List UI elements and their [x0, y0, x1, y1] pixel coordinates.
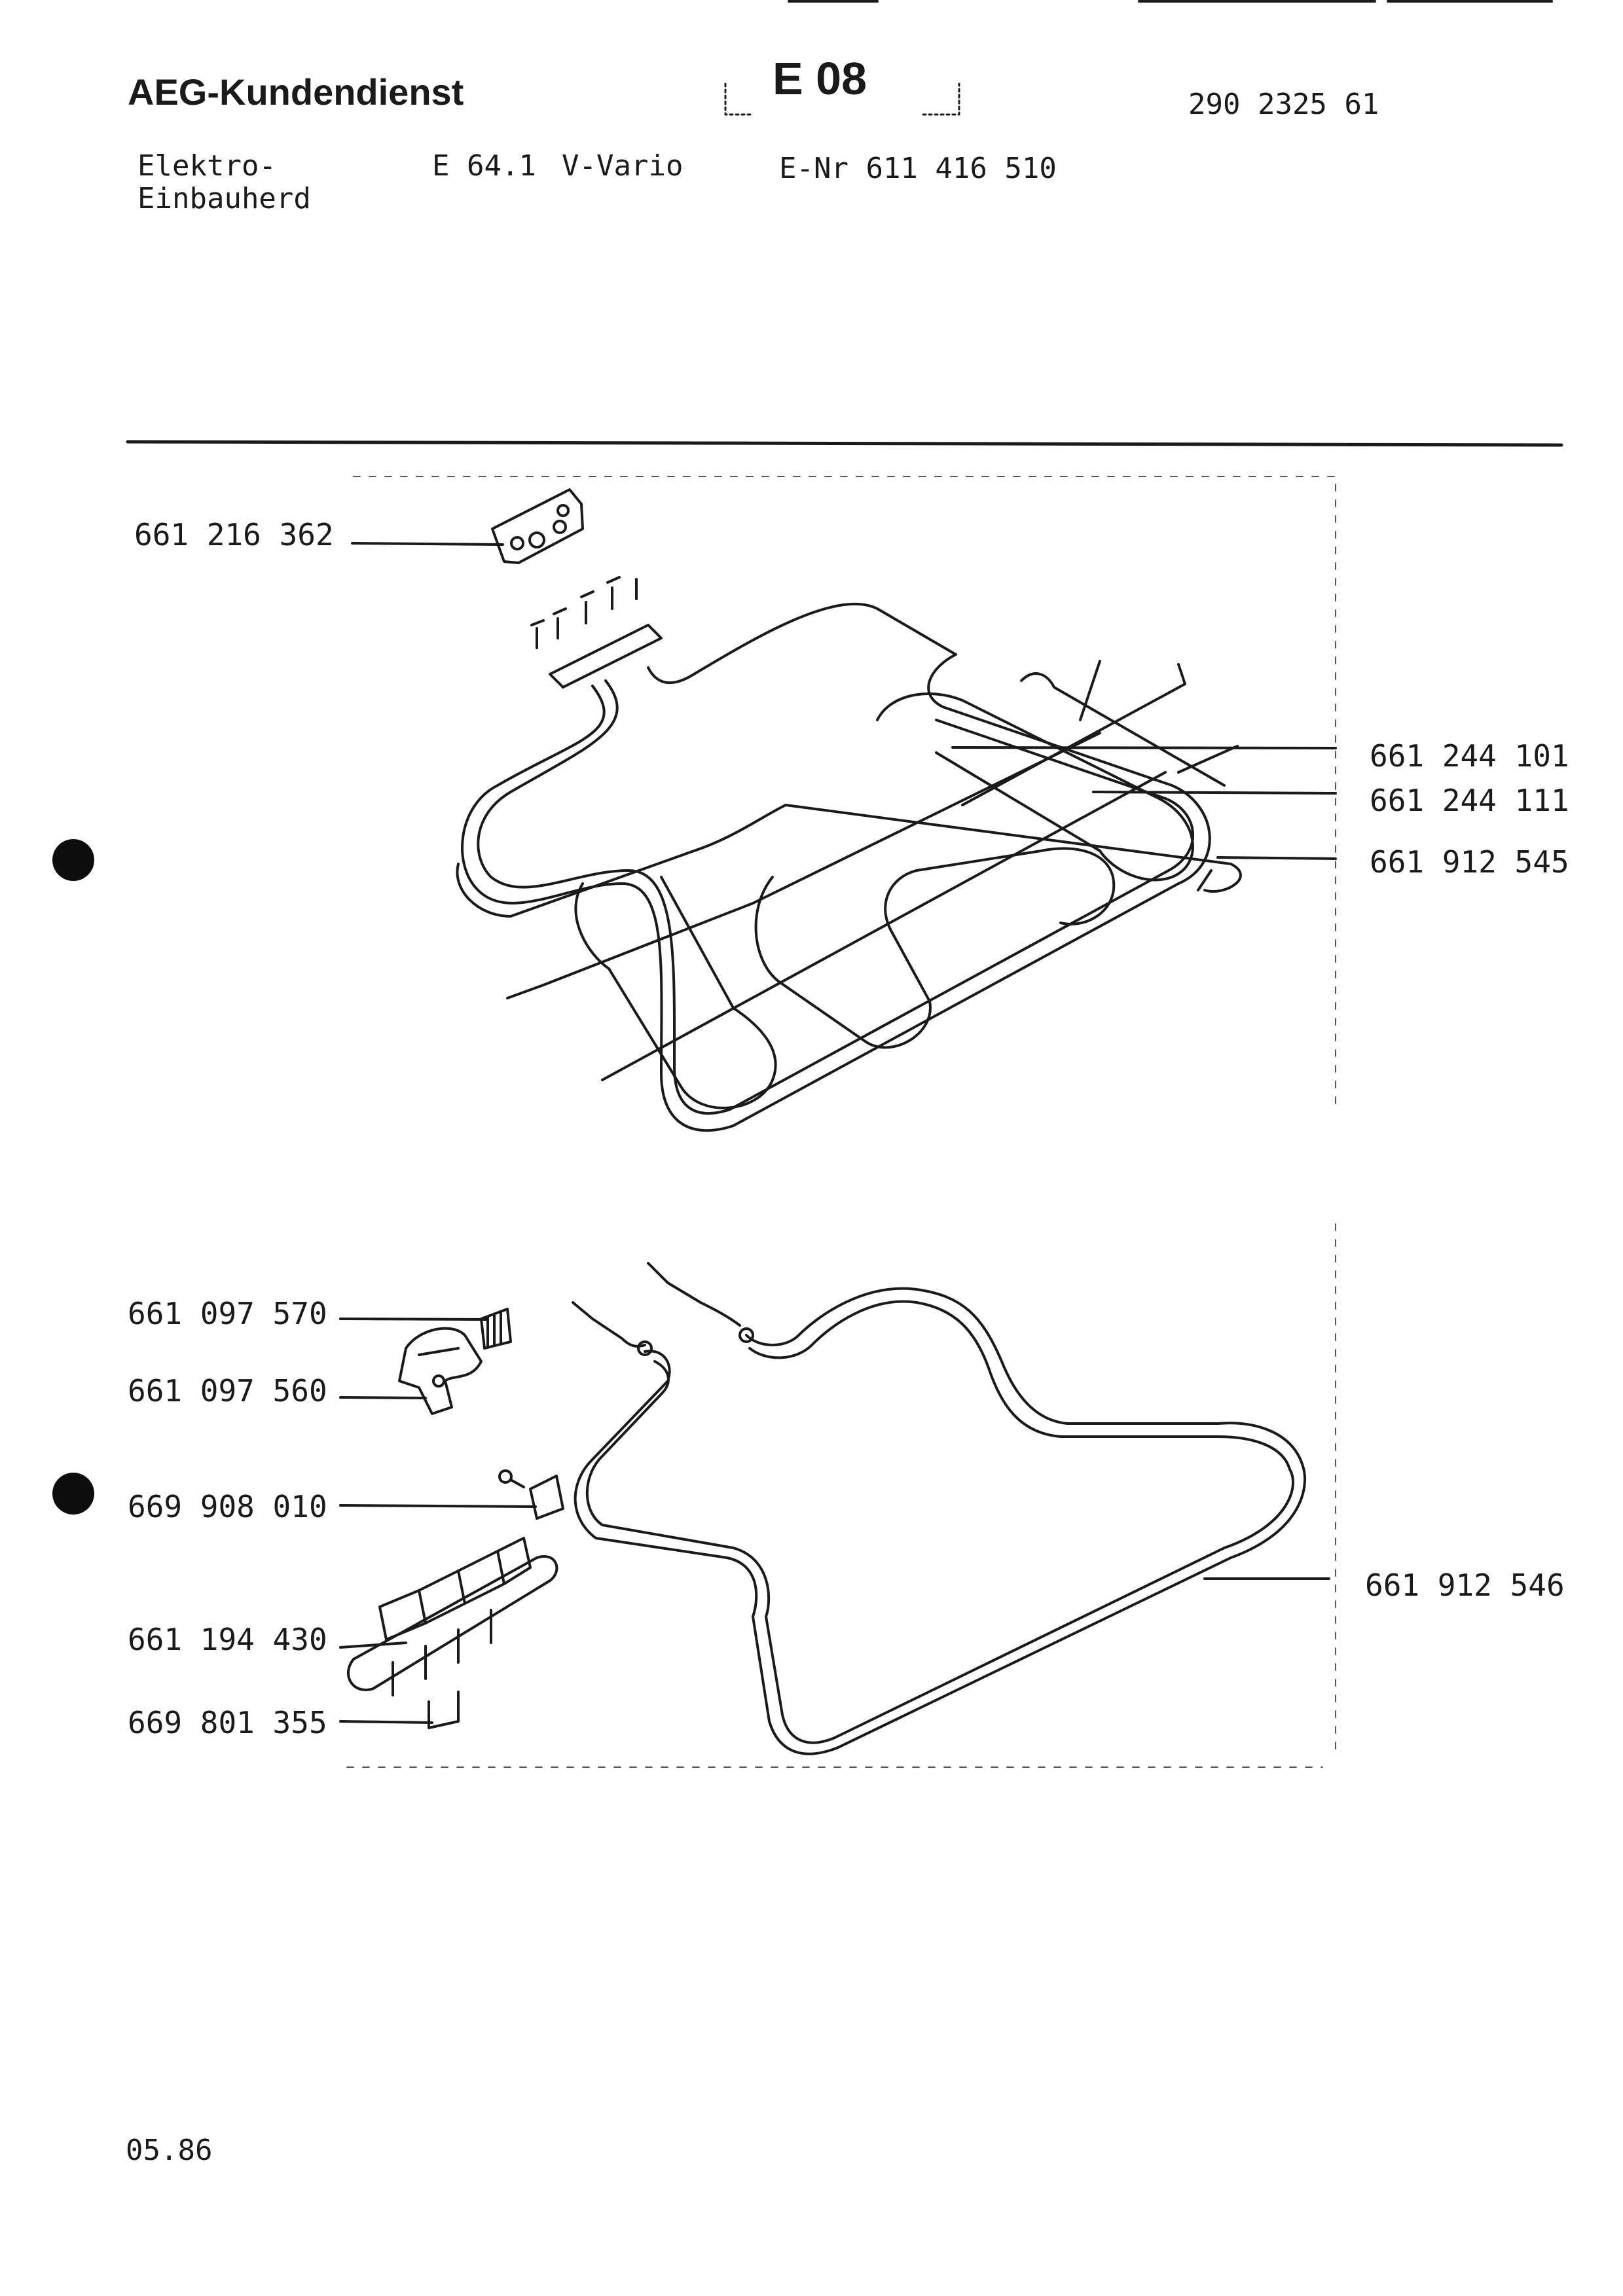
connector-icon — [428, 1691, 460, 1729]
terminal-block-icon — [346, 1537, 558, 1696]
heater-frame-icon — [456, 804, 1242, 918]
part-label-holder: 669 908 010 — [128, 1489, 327, 1524]
print-date: 05.86 — [126, 2134, 213, 2167]
holder-icon — [498, 1469, 564, 1520]
part-label-connector: 669 801 355 — [128, 1705, 327, 1740]
leader-holder — [339, 1504, 537, 1508]
punch-hole-top — [52, 839, 94, 881]
leader-heater-upper — [951, 746, 1337, 749]
heater-grill-bar-icon — [506, 660, 1239, 1081]
part-label-heater-grill: 661 244 111 — [1370, 783, 1569, 818]
part-label-heater-frame: 661 912 545 — [1370, 844, 1569, 880]
product-type-line2: Einbauherd — [137, 182, 311, 215]
leader-terminal-block — [339, 1641, 407, 1649]
model-variant: V-Vario — [562, 149, 684, 183]
leader-clip — [339, 1396, 427, 1399]
part-label-screw-insert: 661 097 570 — [128, 1296, 327, 1331]
leader-connector — [339, 1720, 433, 1724]
clip-icon — [398, 1327, 483, 1415]
product-type-line1: Elektro- — [137, 149, 276, 183]
section-code-brackets — [724, 82, 960, 116]
heater-terminal-block-icon — [530, 576, 663, 689]
document-number: 290 2325 61 — [1188, 88, 1379, 121]
part-label-bottom-heater: 661 912 546 — [1365, 1568, 1565, 1603]
e-number: E-Nr 611 416 510 — [779, 152, 1057, 185]
part-label-bracket-plate: 661 216 362 — [134, 517, 334, 552]
bottom-heater-icon — [572, 1262, 1306, 1755]
bracket-plate-icon — [491, 488, 584, 564]
leader-bracket-plate — [351, 542, 504, 546]
leader-heater-frame — [1216, 856, 1337, 860]
screw-insert-icon — [480, 1308, 512, 1350]
part-label-clip: 661 097 560 — [128, 1373, 327, 1408]
leader-heater-grill — [1092, 791, 1337, 795]
section-code: E 08 — [773, 53, 867, 104]
model-number: E 64.1 — [432, 149, 536, 183]
brand-title: AEG-Kundendienst — [128, 71, 464, 113]
header-divider — [126, 440, 1563, 447]
part-label-terminal-block: 661 194 430 — [128, 1622, 327, 1657]
drawing-frame — [346, 476, 1336, 1768]
part-label-heater-upper: 661 244 101 — [1370, 738, 1569, 774]
heater-upper-icon — [461, 602, 1226, 1132]
punch-hole-bottom — [52, 1473, 94, 1515]
